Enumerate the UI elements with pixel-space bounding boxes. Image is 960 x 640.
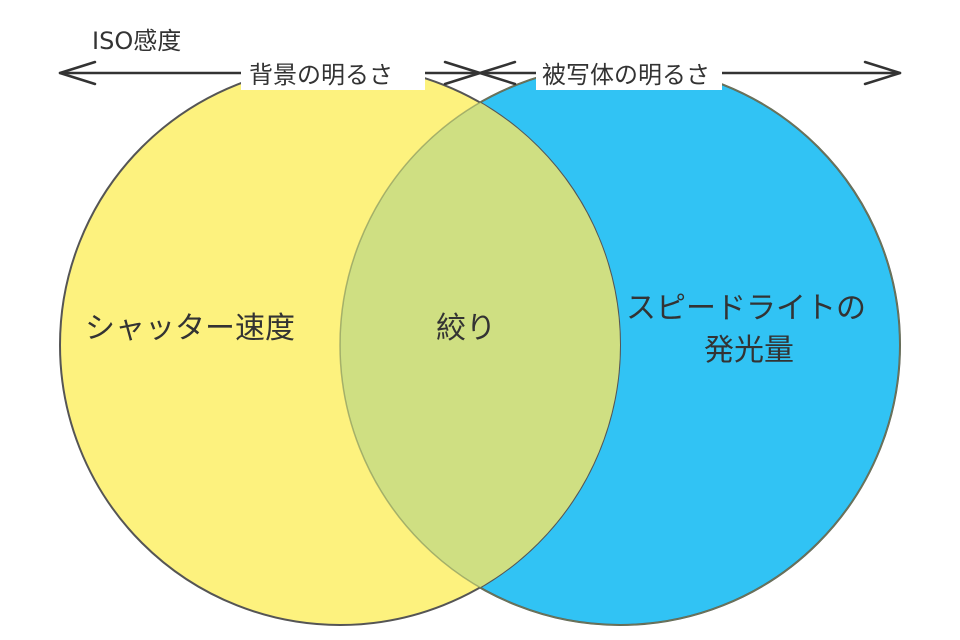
right-circle-label-line2: 発光量 [704,333,794,368]
overlap-region [340,65,620,625]
iso-label: ISO感度 [92,27,181,55]
left-circle-label: シャッター速度 [85,311,295,346]
right-brightness-label-bg [536,58,722,90]
brightness-arrow [58,60,902,86]
right-brightness-label: 被写体の明るさ [542,61,710,89]
left-brightness-label-bg [241,58,425,90]
center-label: 絞り [436,311,496,346]
arrow-head-right [863,60,902,86]
left-brightness-label: 背景の明るさ [249,61,393,89]
arrow-head-center-left [478,60,517,86]
arrow-head-left [58,60,97,86]
right-circle-label-line1: スピードライトの [626,291,866,326]
